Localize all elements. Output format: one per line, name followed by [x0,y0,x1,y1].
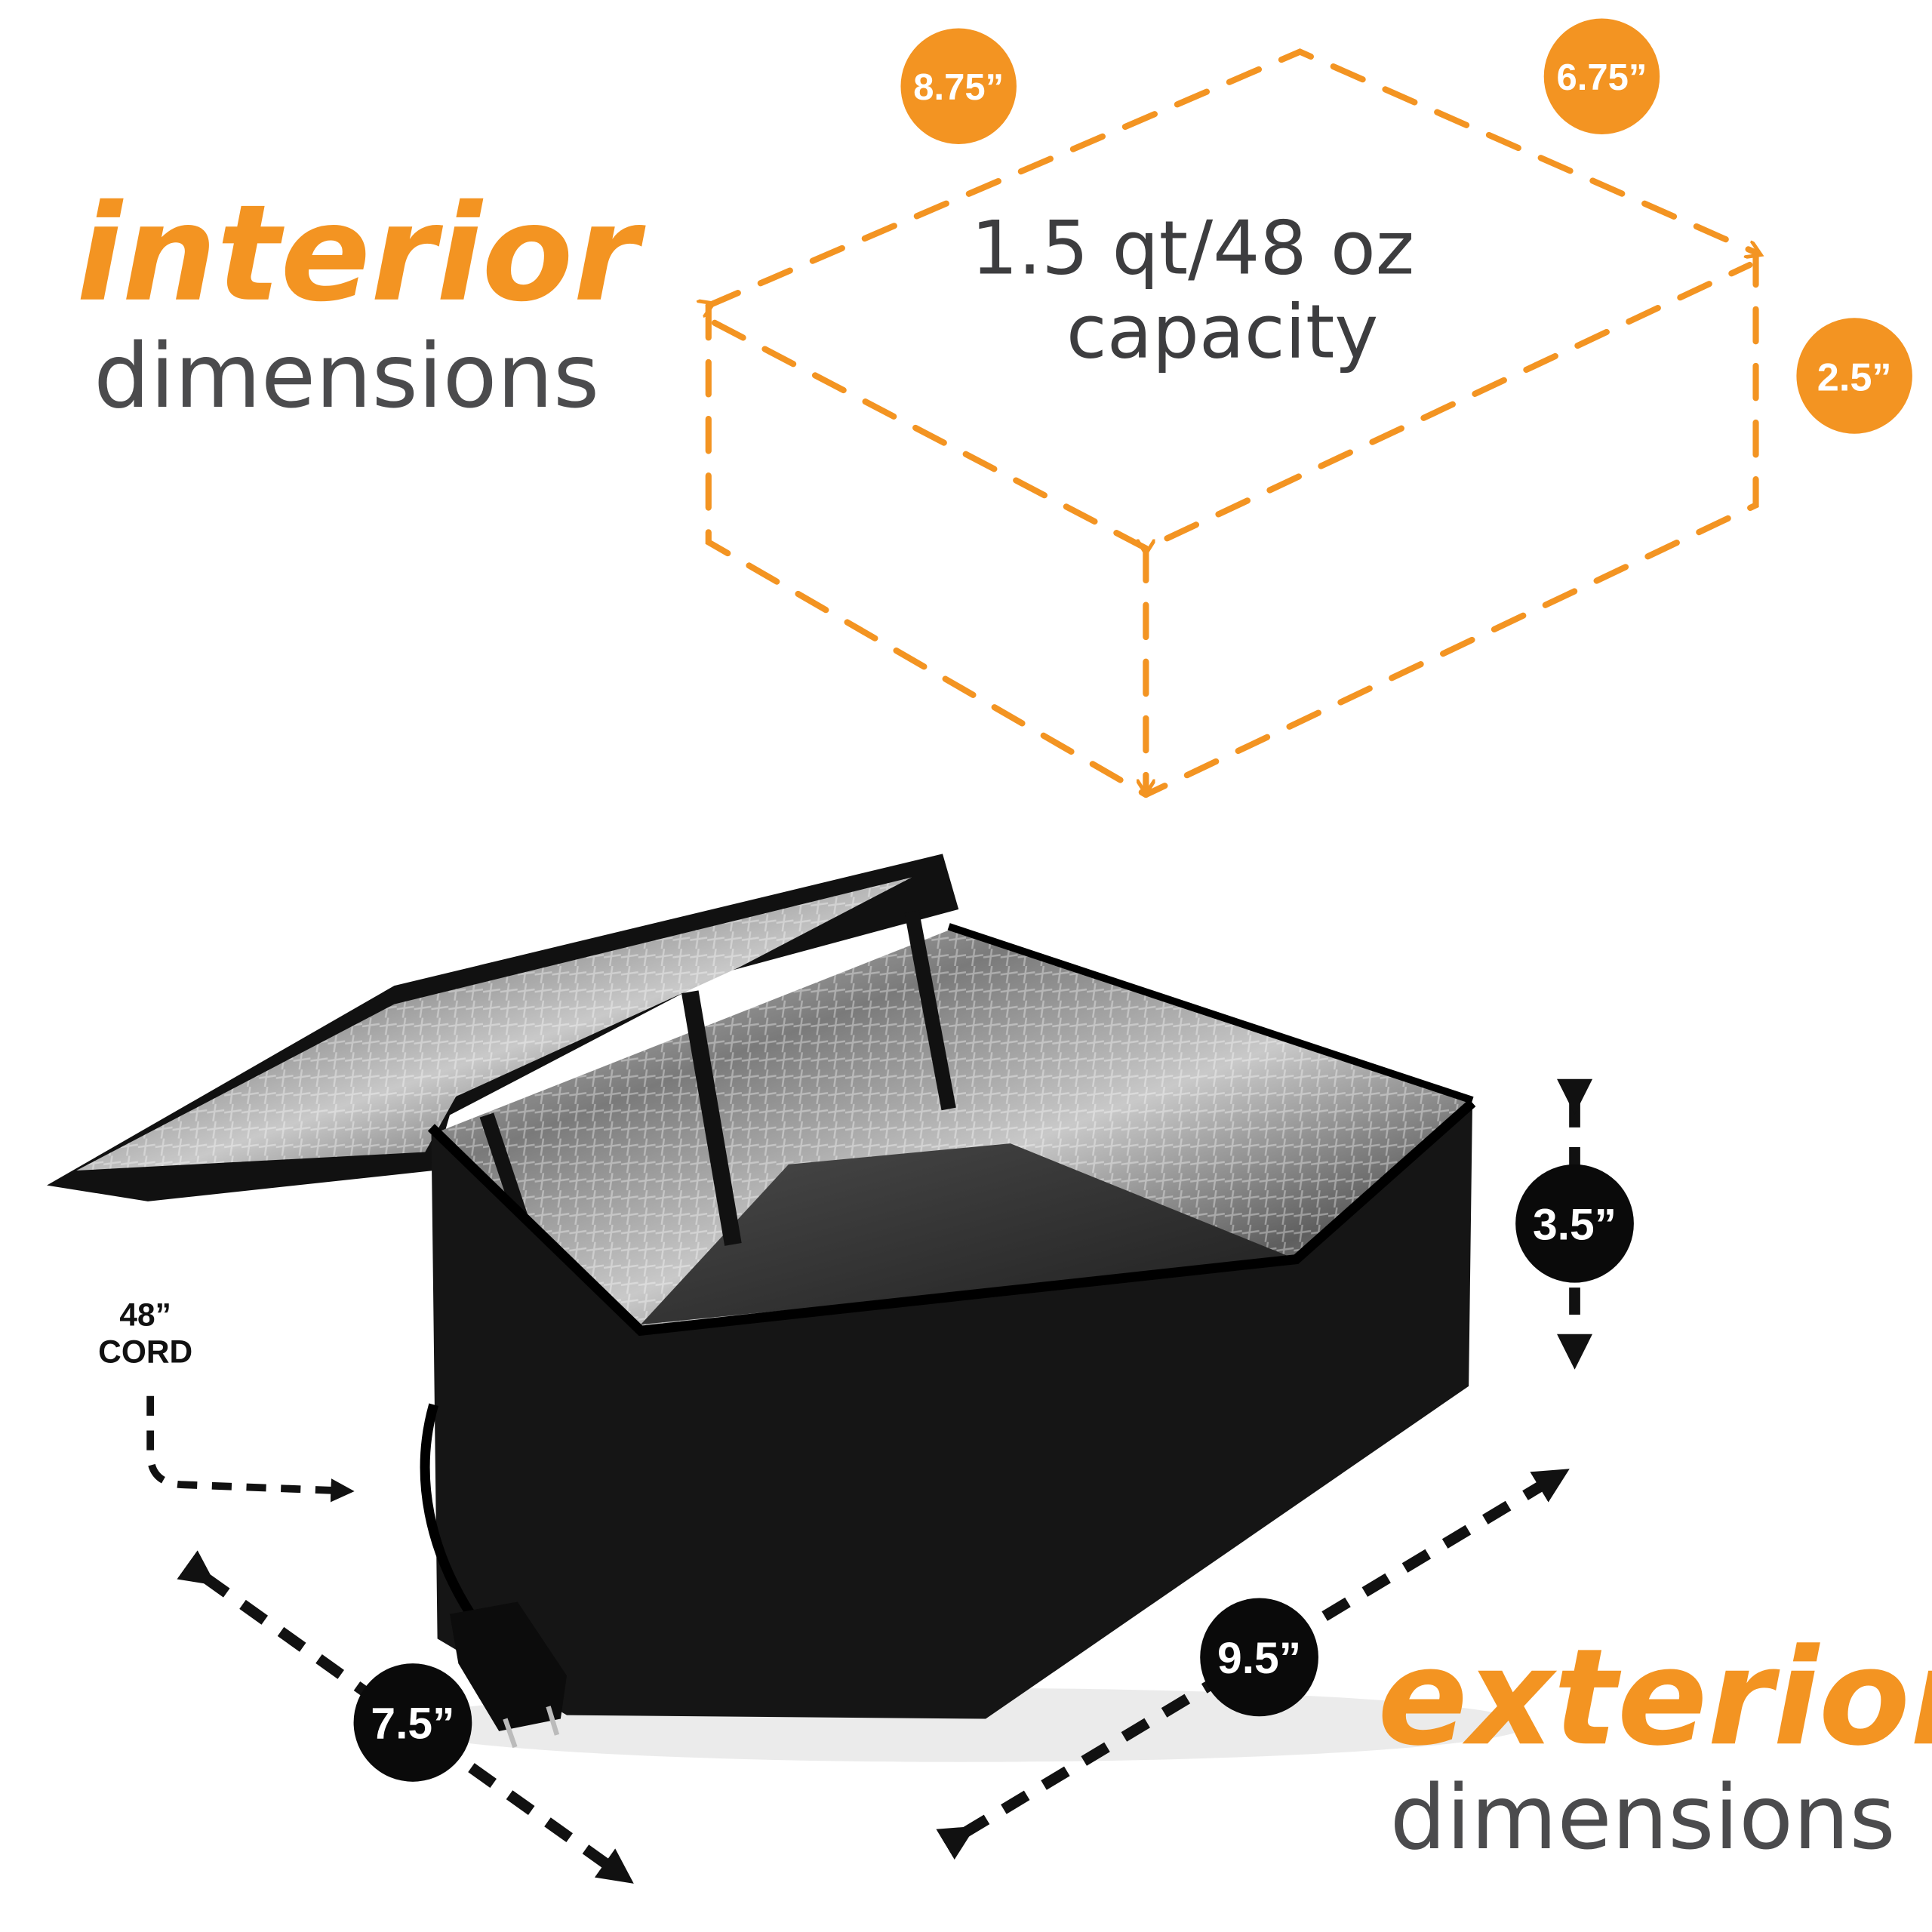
exterior-length-indicator: 9.5” [936,1469,1570,1860]
interior-width-badge: 6.75” [1543,18,1660,134]
exterior-height-indicator: 3.5” [1515,1078,1634,1370]
interior-height-badge: 2.5” [1796,318,1912,434]
cord-label: CORD [98,1334,192,1370]
interior-dashed-box [709,48,1756,798]
exterior-subheading: dimensions [1390,1766,1896,1869]
exterior-length-text: 9.5” [1217,1634,1301,1683]
capacity-label: capacity [1066,289,1378,375]
exterior-height-text: 3.5” [1533,1200,1617,1249]
interior-height-text: 2.5” [1817,356,1892,400]
interior-length-badge: 8.75” [900,28,1017,145]
cord-arrow [146,1395,355,1503]
interior-width-text: 6.75” [1557,57,1647,98]
interior-length-text: 8.75” [913,67,1004,108]
exterior-heading: exterior [1377,1620,1932,1775]
exterior-width-indicator: 7.5” [177,1550,634,1884]
interior-subheading: dimensions [94,325,599,428]
cord-length-text: 48” [119,1297,171,1333]
exterior-width-text: 7.5” [371,1700,454,1749]
capacity-value: 1.5 qt/48 oz [971,205,1415,291]
interior-heading: interior [76,176,646,331]
